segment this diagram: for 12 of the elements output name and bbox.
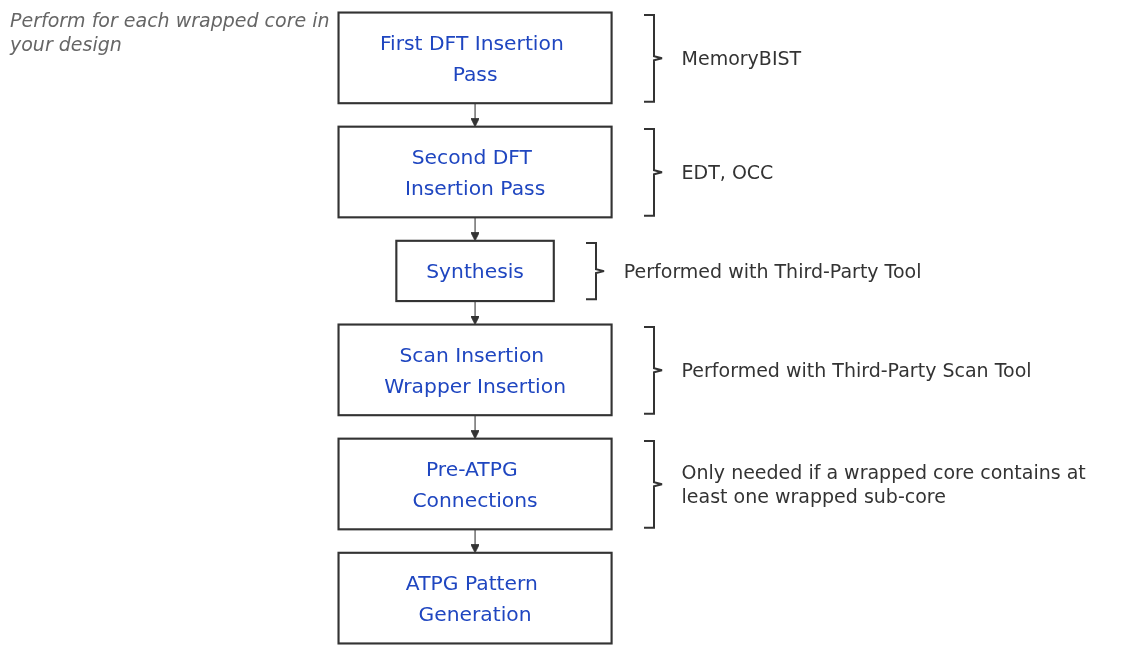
process-box: Second DFT Insertion Pass <box>337 125 613 219</box>
side-note: EDT, OCC <box>681 160 774 184</box>
side-note: Only needed if a wrapped core contains at least one wrapped sub-core <box>681 460 1087 508</box>
process-box: ATPG Pattern Generation <box>337 551 613 645</box>
side-note: Performed with Third-Party Scan Tool <box>681 357 1032 382</box>
process-box: First DFT Insertion Pass <box>337 11 613 105</box>
side-note: MemoryBIST <box>681 45 802 70</box>
side-note: Performed with Third-Party Tool <box>623 258 922 283</box>
process-box: Synthesis <box>395 239 555 303</box>
note-text: Perform for each wrapped core in your design <box>10 8 331 56</box>
process-box: Pre-ATPG Connections <box>337 437 613 531</box>
process-box: Scan Insertion Wrapper Insertion <box>337 323 613 417</box>
